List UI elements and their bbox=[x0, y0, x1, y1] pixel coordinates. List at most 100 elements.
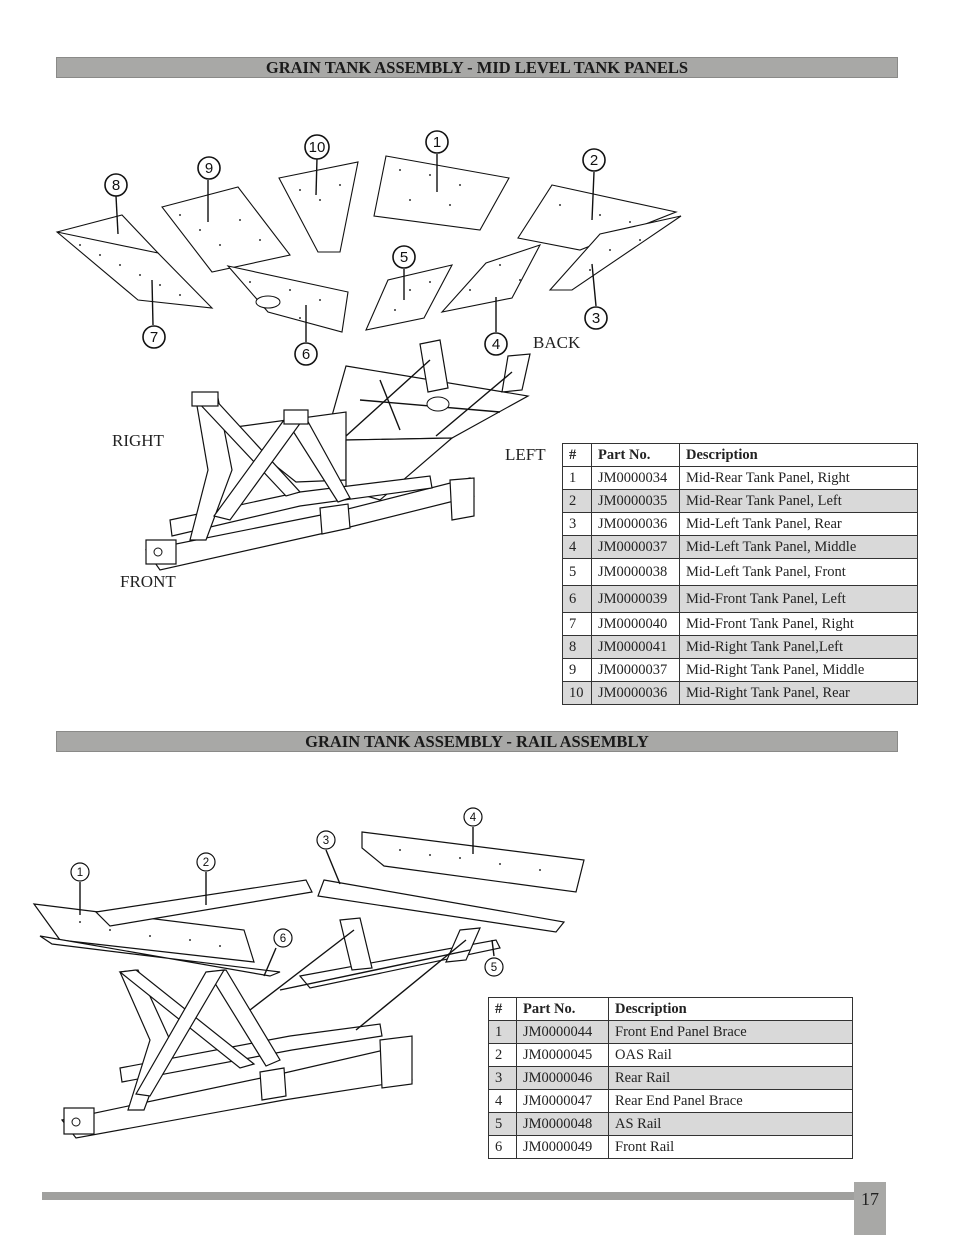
cell-description: Front Rail bbox=[608, 1135, 853, 1159]
cell-number: 7 bbox=[562, 612, 592, 636]
cell-number: 5 bbox=[562, 558, 592, 586]
rail-chassis bbox=[60, 917, 481, 1139]
label-left: LEFT bbox=[505, 445, 546, 464]
panel-10 bbox=[278, 161, 359, 253]
page-number: 17 bbox=[854, 1182, 886, 1235]
cell-part-no: JM0000036 bbox=[591, 681, 680, 705]
rail-callout-2: 2 bbox=[196, 852, 216, 872]
rail-1-front-end-panel-brace bbox=[32, 903, 255, 963]
cell-part-no: JM0000040 bbox=[591, 612, 680, 636]
callout-2: 2 bbox=[582, 148, 606, 172]
panel-6 bbox=[226, 265, 349, 333]
col-header-part-no: Part No. bbox=[591, 443, 680, 467]
cell-part-no: JM0000046 bbox=[516, 1066, 609, 1090]
panel-1 bbox=[373, 155, 510, 231]
panel-2 bbox=[517, 184, 678, 251]
callout-10: 10 bbox=[304, 134, 330, 160]
panel-6-hole bbox=[255, 295, 281, 309]
cell-part-no: JM0000045 bbox=[516, 1043, 609, 1067]
svg-text:4: 4 bbox=[470, 812, 477, 824]
callout-5: 5 bbox=[392, 245, 416, 269]
svg-text:2: 2 bbox=[590, 152, 598, 169]
cell-part-no: JM0000037 bbox=[591, 658, 680, 682]
label-right: RIGHT bbox=[112, 431, 164, 450]
svg-text:5: 5 bbox=[400, 249, 408, 266]
cell-part-no: JM0000034 bbox=[591, 466, 680, 490]
svg-text:4: 4 bbox=[492, 336, 500, 353]
svg-text:7: 7 bbox=[150, 329, 158, 346]
cell-part-no: JM0000035 bbox=[591, 489, 680, 513]
cell-description: Mid-Left Tank Panel, Front bbox=[679, 558, 918, 586]
svg-text:1: 1 bbox=[433, 134, 441, 151]
cell-description: Mid-Rear Tank Panel, Right bbox=[679, 466, 918, 490]
callout-9: 9 bbox=[197, 156, 221, 180]
callout-6: 6 bbox=[294, 342, 318, 366]
cell-description: Front End Panel Brace bbox=[608, 1020, 853, 1044]
col-header-part-no: Part No. bbox=[516, 997, 609, 1021]
cell-part-no: JM0000041 bbox=[591, 635, 680, 659]
svg-text:1: 1 bbox=[77, 867, 83, 879]
svg-text:3: 3 bbox=[592, 310, 600, 327]
rail-callout-1: 1 bbox=[70, 862, 90, 882]
panel-8 bbox=[55, 214, 214, 309]
cell-description: Rear End Panel Brace bbox=[608, 1089, 853, 1113]
section-title-tank-panels: GRAIN TANK ASSEMBLY - MID LEVEL TANK PAN… bbox=[56, 57, 898, 78]
panel-9 bbox=[161, 186, 291, 273]
cell-description: Mid-Rear Tank Panel, Left bbox=[679, 489, 918, 513]
svg-text:9: 9 bbox=[205, 160, 213, 177]
cell-part-no: JM0000036 bbox=[591, 512, 680, 536]
cell-part-no: JM0000039 bbox=[591, 585, 680, 613]
svg-text:8: 8 bbox=[112, 177, 120, 194]
callout-1: 1 bbox=[425, 130, 449, 154]
cell-part-no: JM0000047 bbox=[516, 1089, 609, 1113]
footer-bar bbox=[42, 1192, 854, 1200]
rail-6-front-rail bbox=[39, 935, 281, 977]
col-header-description: Description bbox=[608, 997, 853, 1021]
cell-number: 3 bbox=[488, 1066, 517, 1090]
col-header-number: # bbox=[562, 443, 592, 467]
cell-number: 10 bbox=[562, 681, 592, 705]
panel-rivets bbox=[79, 169, 641, 319]
rail-callout-6: 6 bbox=[273, 928, 293, 948]
tank-frame-assembly bbox=[144, 339, 531, 571]
cell-part-no: JM0000048 bbox=[516, 1112, 609, 1136]
col-header-number: # bbox=[488, 997, 517, 1021]
cell-part-no: JM0000044 bbox=[516, 1020, 609, 1044]
svg-text:10: 10 bbox=[309, 139, 326, 156]
cell-description: Mid-Front Tank Panel, Left bbox=[679, 585, 918, 613]
cell-description: Rear Rail bbox=[608, 1066, 853, 1090]
cell-description: AS Rail bbox=[608, 1112, 853, 1136]
callout-leaders bbox=[115, 154, 597, 342]
cell-number: 6 bbox=[562, 585, 592, 613]
cell-number: 4 bbox=[562, 535, 592, 559]
cell-description: Mid-Right Tank Panel, Rear bbox=[679, 681, 918, 705]
cell-part-no: JM0000049 bbox=[516, 1135, 609, 1159]
label-front: FRONT bbox=[120, 572, 176, 591]
panel-3 bbox=[548, 215, 682, 291]
rail-callout-4: 4 bbox=[463, 807, 483, 827]
cell-description: Mid-Left Tank Panel, Rear bbox=[679, 512, 918, 536]
cell-part-no: JM0000038 bbox=[591, 558, 680, 586]
cell-number: 4 bbox=[488, 1089, 517, 1113]
rail-callout-5: 5 bbox=[484, 957, 504, 977]
panel-4 bbox=[440, 244, 542, 313]
table-header-row: # Part No. Description bbox=[488, 997, 853, 1021]
cell-description: Mid-Right Tank Panel,Left bbox=[679, 635, 918, 659]
svg-text:3: 3 bbox=[323, 835, 329, 847]
rail-callout-3: 3 bbox=[316, 830, 336, 850]
